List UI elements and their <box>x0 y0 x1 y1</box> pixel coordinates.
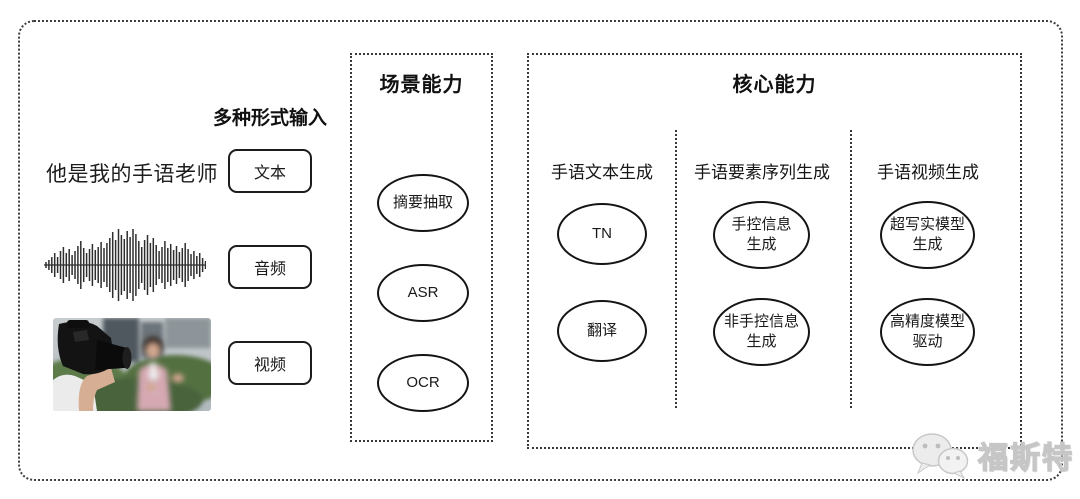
scene-capability-box: 场景能力 预处理 摘要抽取 ASR OCR <box>350 53 493 442</box>
node-tn: TN <box>557 203 647 265</box>
column-divider <box>675 130 677 408</box>
core-box-title: 核心能力 <box>732 74 817 96</box>
node-summary-extraction: 摘要抽取 <box>377 174 469 232</box>
node-label: 高精度模型 驱动 <box>889 312 965 350</box>
node-high-precision-model-driving: 高精度模型 驱动 <box>880 298 975 366</box>
column-header-video-generation: 手语视频生成 <box>877 163 979 182</box>
column-divider <box>850 130 852 408</box>
node-non-manual-info-generation: 非手控信息 生成 <box>713 298 810 366</box>
input-box-video: 视频 <box>228 341 312 385</box>
audio-waveform-icon <box>44 229 206 301</box>
node-translation: 翻译 <box>557 300 647 362</box>
node-label: ASR <box>407 283 439 301</box>
node-manual-info-generation: 手控信息 生成 <box>713 201 810 269</box>
node-label: 超写实模型 生成 <box>889 215 965 253</box>
input-box-audio-label: 音频 <box>253 261 286 278</box>
node-label: 摘要抽取 <box>392 193 453 211</box>
node-asr: ASR <box>377 264 469 322</box>
watermark: 福斯特 <box>908 430 1074 480</box>
node-label: 手控信息 生成 <box>731 215 792 253</box>
wechat-chat-bubbles-icon <box>912 433 969 480</box>
column-header-element-sequence-generation: 手语要素序列生成 <box>694 163 830 182</box>
input-box-audio: 音频 <box>228 245 312 289</box>
node-label: 翻译 <box>586 321 617 339</box>
column-header-text-generation: 手语文本生成 <box>551 163 653 182</box>
outer-dotted-border <box>18 20 1063 481</box>
text-example: 他是我的手语老师 <box>46 163 218 186</box>
node-ocr: OCR <box>377 354 469 412</box>
scene-box-title: 场景能力 <box>379 74 464 96</box>
camera-interview-photo <box>53 318 211 411</box>
input-section-title: 多种形式输入 <box>212 108 327 129</box>
core-capability-box: 核心能力 手语文本生成 手语要素序列生成 手语视频生成 TN 翻译 手控信息 生… <box>527 53 1022 449</box>
video-still-image <box>53 318 211 411</box>
watermark-text: 福斯特 <box>977 441 1074 475</box>
node-label: OCR <box>406 373 440 391</box>
input-box-video-label: 视频 <box>253 357 286 374</box>
node-hyperrealistic-model-generation: 超写实模型 生成 <box>880 201 975 269</box>
node-label: 非手控信息 生成 <box>723 312 799 350</box>
input-box-text: 文本 <box>228 149 312 193</box>
node-label: TN <box>592 224 612 242</box>
input-box-text-label: 文本 <box>253 165 286 182</box>
